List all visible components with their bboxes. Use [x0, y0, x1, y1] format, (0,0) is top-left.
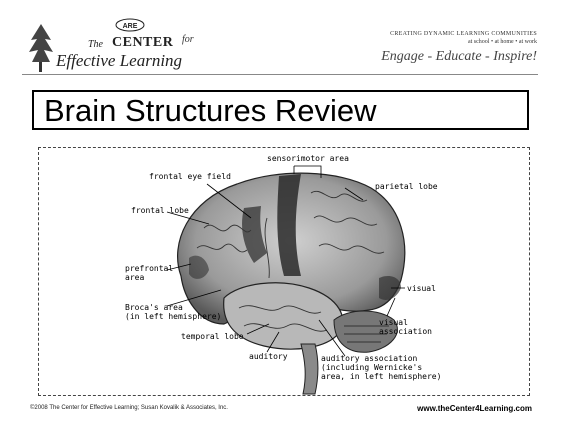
- label-prefrontal-line1: prefrontal: [125, 264, 173, 273]
- label-broca-line1: Broca's area: [125, 303, 183, 312]
- label-aud-assoc-line1: auditory association: [321, 354, 417, 363]
- label-parietal-lobe: parietal lobe: [375, 182, 438, 191]
- logo-for-word: for: [182, 34, 194, 45]
- label-visual: visual: [407, 284, 436, 293]
- center-logo: ARE The CENTER for Effective Learning: [20, 4, 200, 78]
- logo-center-word: CENTER: [112, 35, 173, 51]
- page-title: Brain Structures Review: [44, 93, 377, 129]
- badge-icon: ARE: [115, 18, 145, 32]
- label-prefrontal-area: prefrontal area: [125, 264, 173, 282]
- label-frontal-lobe: frontal lobe: [131, 206, 189, 215]
- logo-the: The: [88, 39, 103, 50]
- label-visual-assoc-line1: visual: [379, 318, 408, 327]
- brain-figure: sensorimotor area frontal eye field pari…: [38, 147, 530, 396]
- label-aud-assoc-line2: (including Wernicke's: [321, 363, 422, 372]
- footer-copyright: ©2008 The Center for Effective Learning;…: [30, 405, 228, 411]
- label-visual-assoc-line2: association: [379, 327, 432, 336]
- label-auditory-association: auditory association (including Wernicke…: [321, 354, 441, 381]
- svg-text:ARE: ARE: [123, 23, 138, 30]
- label-aud-assoc-line3: area, in left hemisphere): [321, 372, 441, 381]
- label-brocas-area: Broca's area (in left hemisphere): [125, 303, 221, 321]
- label-temporal-lobe: temporal lobe: [181, 332, 244, 341]
- title-box: Brain Structures Review: [32, 90, 529, 130]
- tagline-line1: CREATING DYNAMIC LEARNING COMMUNITIES: [357, 31, 537, 37]
- label-auditory: auditory: [249, 352, 288, 361]
- label-broca-line2: (in left hemisphere): [125, 312, 221, 321]
- label-sensorimotor-area: sensorimotor area: [267, 154, 349, 163]
- tree-icon: [28, 24, 54, 72]
- logo-name: Effective Learning: [56, 51, 182, 71]
- slogan: Engage - Educate - Inspire!: [357, 49, 537, 65]
- tagline-line2: at school • at home • at work: [357, 39, 537, 45]
- label-frontal-eye-field: frontal eye field: [149, 172, 231, 181]
- label-visual-association: visual association: [379, 318, 432, 336]
- footer-website-link[interactable]: www.theCenter4Learning.com: [417, 404, 532, 413]
- label-prefrontal-line2: area: [125, 273, 144, 282]
- header-divider: [22, 74, 538, 75]
